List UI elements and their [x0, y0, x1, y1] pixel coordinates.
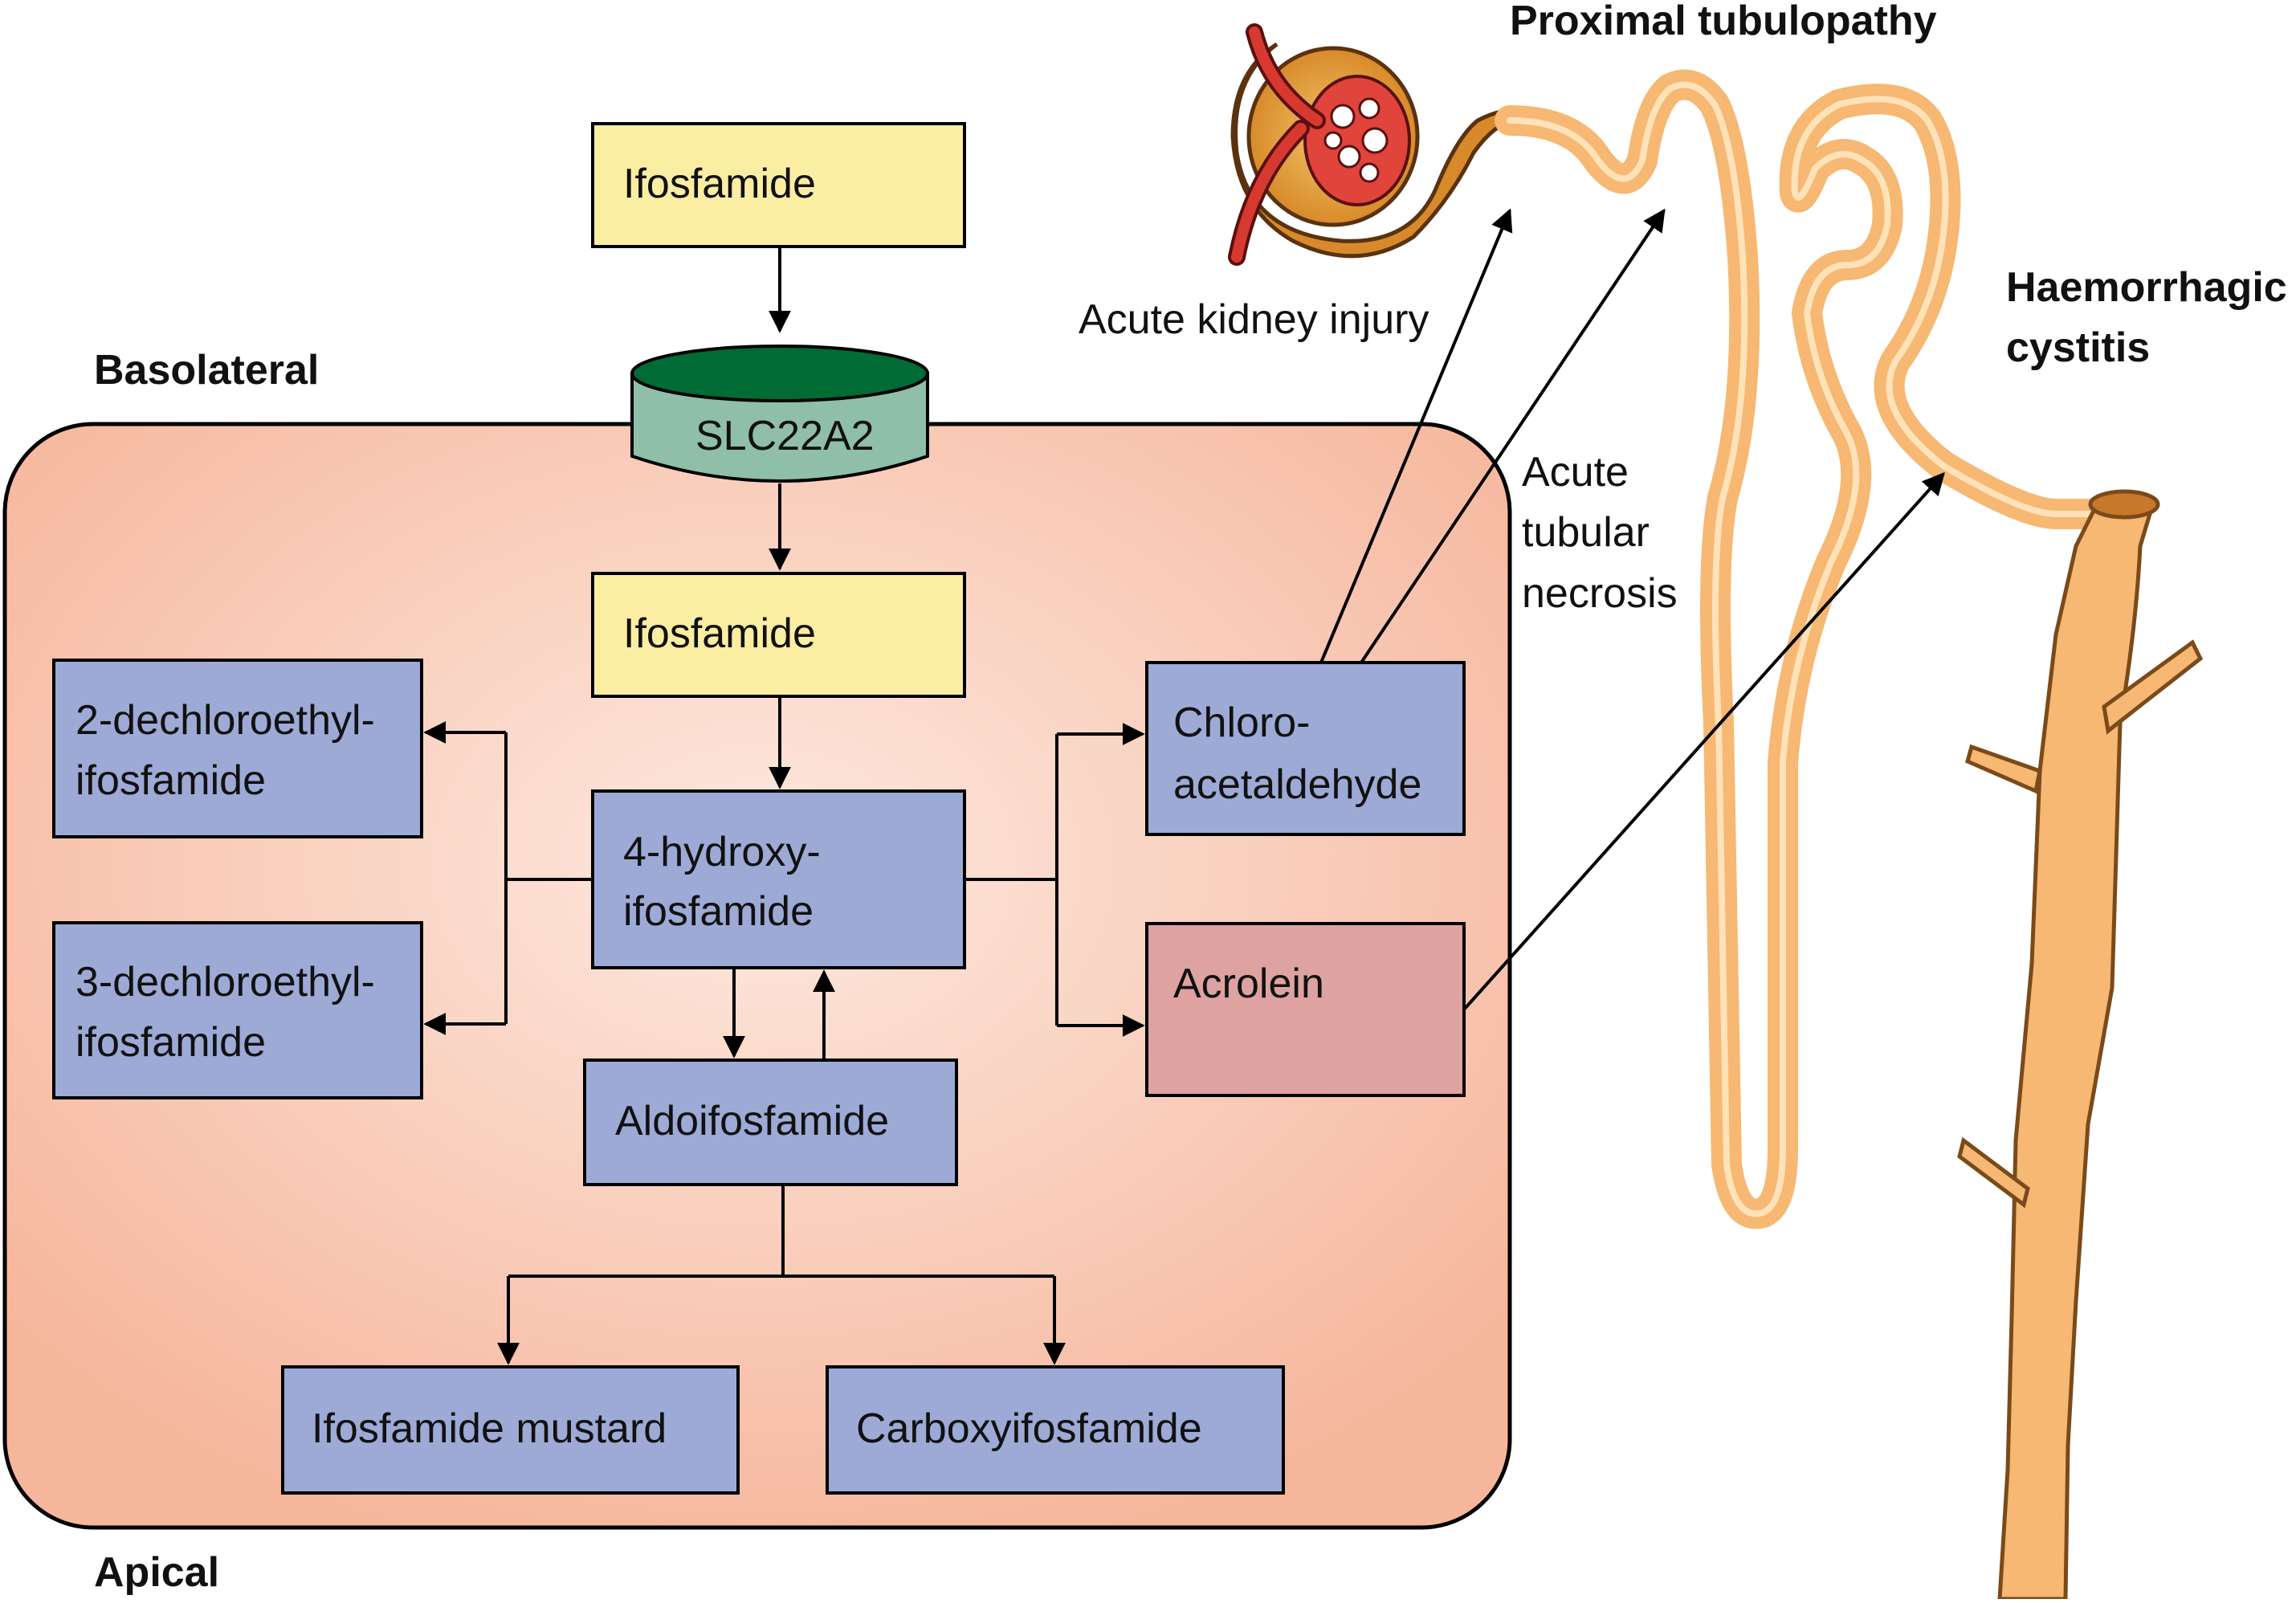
acute-tubular-necrosis-label-1: Acute: [1522, 449, 1629, 496]
basolateral-label: Basolateral: [94, 347, 319, 394]
acute-kidney-injury-label: Acute kidney injury: [1079, 296, 1429, 343]
left-branch-connectors: [423, 721, 593, 1035]
dechloroethyl-2-box: [52, 659, 423, 838]
ifosfamide-mustard-box: [281, 1365, 740, 1495]
arrow-to-acute-kidney-injury: [1319, 208, 1513, 663]
haemorrhagic-cystitis-label-1: Haemorrhagic: [2006, 264, 2287, 311]
ifosfamide-mustard-text: Ifosfamide mustard: [312, 1405, 667, 1452]
chloroacetaldehyde-box: [1145, 661, 1466, 836]
dechloroethyl-2-text-1: 2-dechloroethyl-: [75, 697, 375, 744]
carboxyifosfamide-box: [826, 1365, 1285, 1495]
aldoifosfamide-box: [583, 1058, 958, 1186]
dechloroethyl-3-text-2: ifosfamide: [75, 1019, 266, 1066]
ifosfamide-intracellular-text: Ifosfamide: [623, 610, 816, 657]
slc22a2-transporter: SLC22A2: [630, 345, 929, 483]
hydroxy-ifosfamide-text-1: 4-hydroxy-: [623, 829, 821, 875]
duct-branches: [1957, 639, 2204, 1209]
right-branch-connectors: [964, 723, 1145, 1037]
chloroacetaldehyde-text-1: Chloro-: [1173, 700, 1311, 746]
collecting-duct-opening: [2088, 489, 2160, 520]
arrow-to-acute-tubular-necrosis: [1360, 208, 1666, 664]
nephron-illustration: [1228, 23, 2204, 1601]
collecting-duct: [1997, 504, 2155, 1601]
hydroxy-ifosfamide-box: [591, 789, 966, 969]
aldoifosfamide-text: Aldoifosfamide: [615, 1098, 889, 1144]
nephron-tubule-highlight: [1507, 81, 2099, 1218]
dechloroethyl-2-text-2: ifosfamide: [75, 757, 266, 804]
haemorrhagic-cystitis-label-2: cystitis: [2006, 324, 2150, 371]
dechloroethyl-3-box: [52, 921, 423, 1099]
bottom-branch-connectors: [497, 1185, 1066, 1365]
proximal-tubulopathy-label: Proximal tubulopathy: [1510, 0, 1937, 44]
carboxyifosfamide-text: Carboxyifosfamide: [856, 1405, 1202, 1452]
apical-label: Apical: [94, 1549, 219, 1596]
acrolein-box: [1145, 922, 1466, 1097]
acrolein-text: Acrolein: [1173, 961, 1324, 1007]
acute-tubular-necrosis-label-3: necrosis: [1522, 570, 1678, 617]
slc22a2-text: SLC22A2: [695, 413, 875, 459]
ifosfamide-extracellular-text: Ifosfamide: [623, 161, 816, 207]
chloroacetaldehyde-text-2: acetaldehyde: [1173, 761, 1421, 808]
arrow-to-haemorrhagic-cystitis: [1462, 471, 1945, 1011]
acute-tubular-necrosis-label-2: tubular: [1522, 509, 1650, 556]
dechloroethyl-3-text-1: 3-dechloroethyl-: [75, 959, 375, 1005]
ifosfamide-extracellular-box: [591, 122, 966, 248]
hydroxy-ifosfamide-text-2: ifosfamide: [623, 888, 814, 935]
